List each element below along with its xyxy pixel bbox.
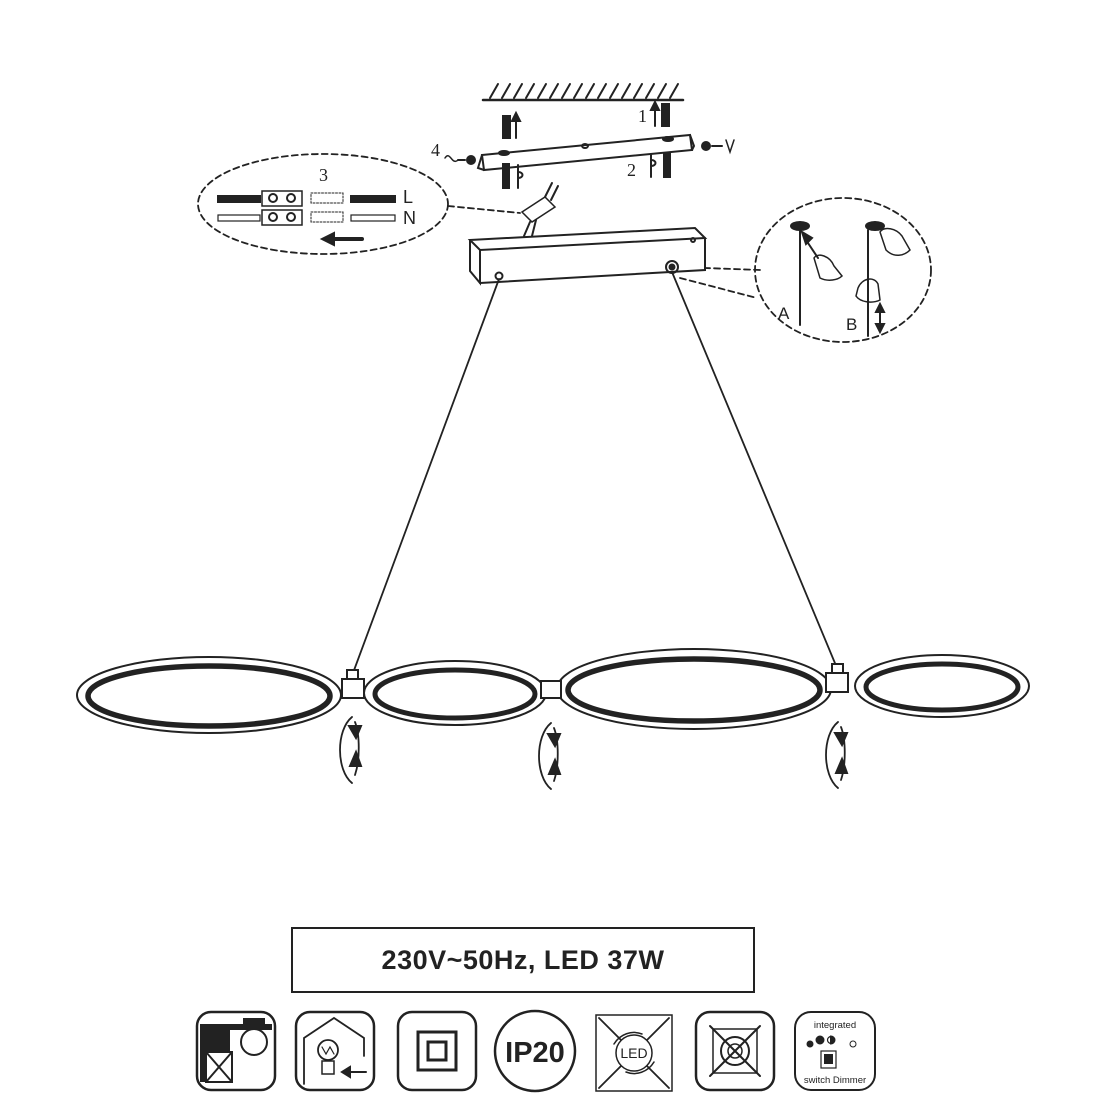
ip20-icon — [493, 1009, 577, 1093]
integrated-switch-dimmer-icon — [794, 1011, 876, 1091]
step-4-label: 4 — [431, 140, 440, 160]
ceiling-mount-icon — [195, 1010, 277, 1092]
suspension-cable-right — [671, 271, 838, 669]
screw-right — [650, 152, 671, 178]
rotation-arrow-middle — [538, 722, 562, 790]
step-2-label: 2 — [627, 160, 636, 180]
step-3-label: 3 — [319, 165, 328, 185]
class-two-insulation-icon — [396, 1010, 478, 1092]
dimmer-bottom-label: switch Dimmer — [804, 1075, 866, 1086]
screw-left — [502, 163, 524, 189]
led-not-replaceable-icon — [595, 1014, 673, 1092]
terminal-block — [520, 182, 559, 237]
mounting-bracket — [476, 133, 696, 172]
step-1-label: 1 — [638, 106, 647, 126]
dimmer-top-label: integrated — [814, 1020, 856, 1031]
cable-adjuster-callout — [679, 197, 932, 343]
side-screw-right — [701, 139, 735, 155]
detail-b-label: B — [846, 315, 857, 334]
wall-plug-right — [649, 99, 670, 127]
power-spec-box: 230V~50Hz, LED 37W — [291, 927, 755, 993]
rotation-arrow-left — [339, 716, 363, 784]
ring-2 — [363, 660, 547, 726]
led-label: LED — [620, 1045, 647, 1061]
live-wire-label: L — [403, 187, 413, 207]
neutral-wire-label: N — [403, 208, 416, 228]
not-dimmable-icon — [694, 1010, 776, 1092]
side-screw-left — [444, 155, 476, 165]
canopy — [467, 226, 708, 286]
ring-connectors — [341, 663, 849, 699]
ring-4 — [854, 654, 1030, 718]
rotation-arrow-right — [825, 721, 849, 789]
ceiling — [481, 83, 685, 102]
detail-a-label: A — [778, 304, 790, 323]
ring-3 — [556, 648, 832, 730]
suspension-cable-left — [352, 278, 500, 674]
replaceable-bulb-icon — [294, 1010, 376, 1092]
ring-1 — [76, 656, 342, 734]
power-spec-text: 230V~50Hz, LED 37W — [381, 944, 665, 975]
wall-plug-left — [502, 110, 522, 139]
ip20-label: IP20 — [505, 1037, 565, 1069]
wiring-detail-callout — [197, 153, 521, 255]
